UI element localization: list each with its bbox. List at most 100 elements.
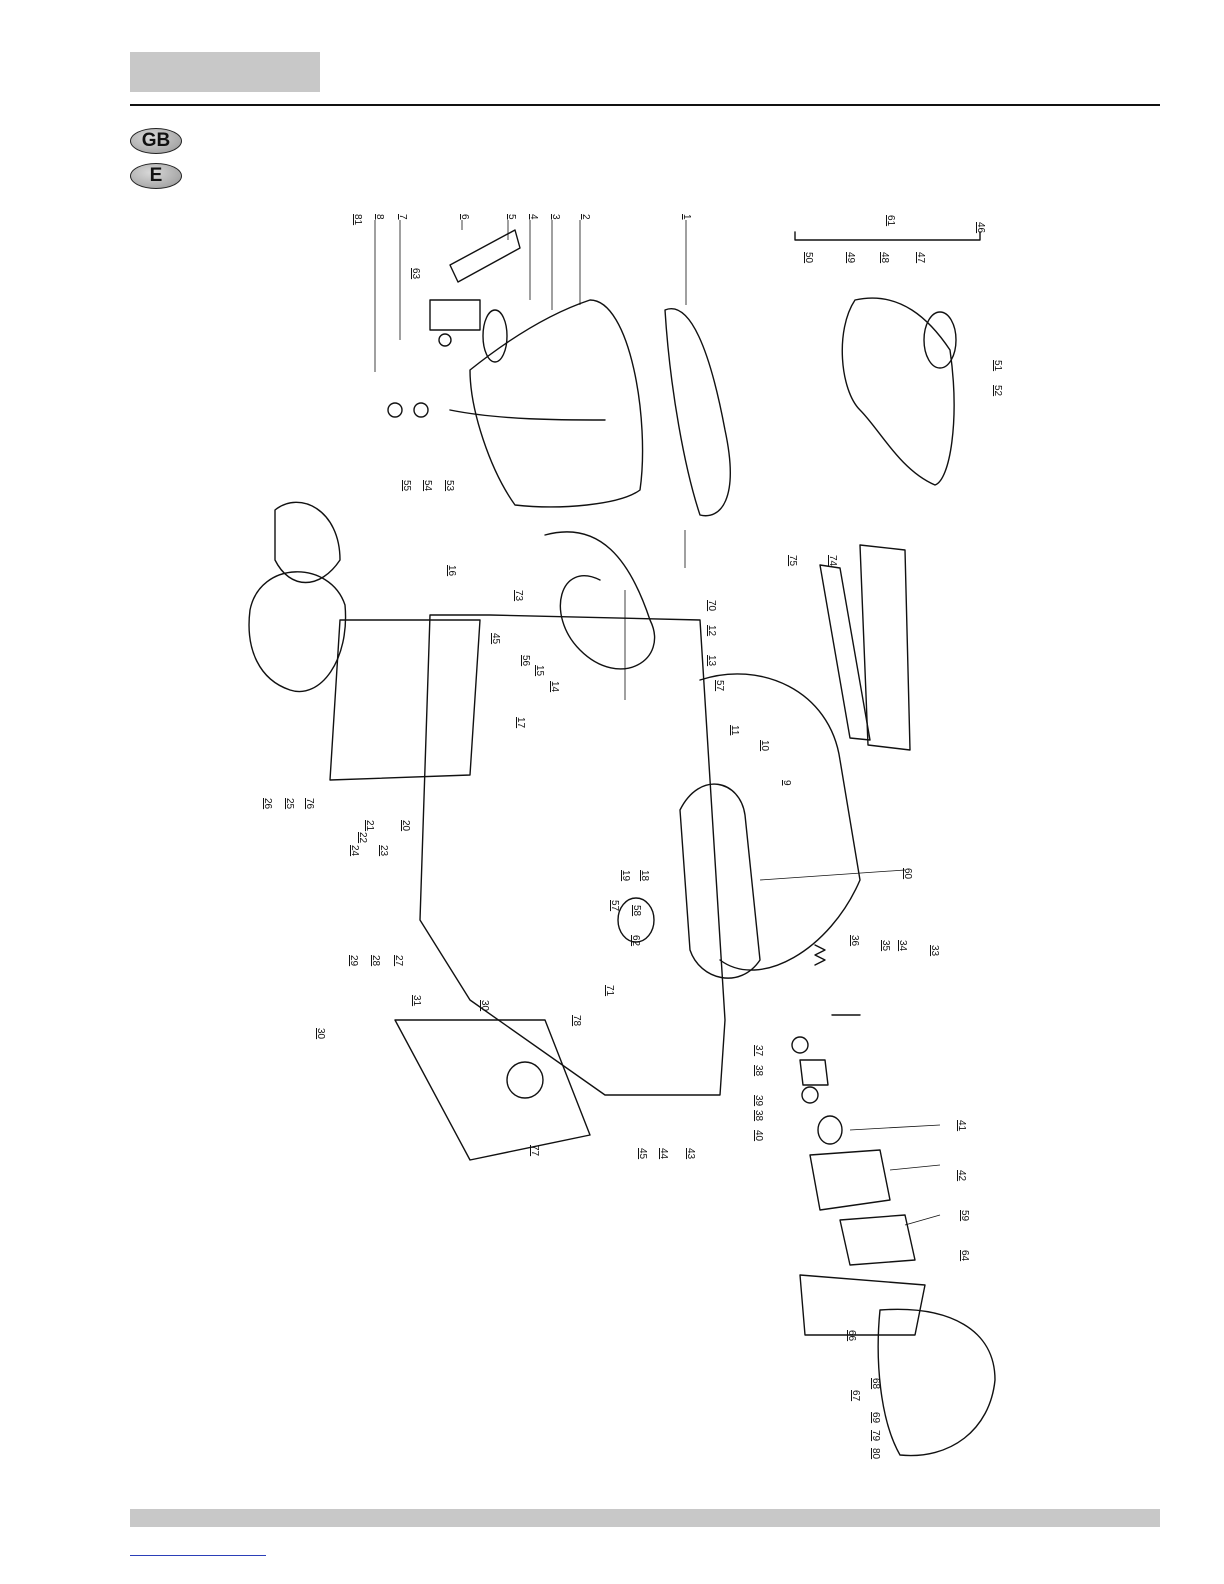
part-label-4: 4 — [528, 214, 539, 220]
part-label-55: 55 — [401, 480, 412, 492]
part-label-26: 26 — [262, 798, 273, 810]
plate-59 — [840, 1215, 915, 1265]
tap-body — [430, 300, 480, 330]
part-label-27: 27 — [393, 955, 404, 967]
part-label-59: 59 — [959, 1210, 970, 1222]
part-label-80: 80 — [870, 1448, 881, 1460]
part-label-7: 7 — [397, 214, 408, 220]
part-label-54: 54 — [422, 480, 433, 492]
part-label-10: 10 — [759, 740, 770, 752]
part-label-68: 68 — [870, 1378, 881, 1390]
part-label-20: 20 — [400, 820, 411, 832]
part-label-70: 70 — [706, 600, 717, 612]
part-label-18: 18 — [639, 870, 650, 882]
tap-lever — [450, 230, 520, 282]
part-label-46: 46 — [975, 222, 986, 234]
part-label-12: 12 — [706, 625, 717, 637]
part-label-33: 33 — [929, 945, 940, 957]
part-label-44: 44 — [658, 1148, 669, 1160]
part-label-43: 43 — [685, 1148, 696, 1160]
part-label-52: 52 — [992, 385, 1003, 397]
part-54-ring — [414, 403, 428, 417]
gasket-strip-74 — [860, 545, 910, 750]
part-label-40: 40 — [753, 1130, 764, 1142]
side-panel — [395, 1020, 590, 1160]
drip-rod — [450, 410, 605, 420]
footer-link-underline[interactable] — [130, 1555, 266, 1556]
part-label-45: 45 — [637, 1148, 648, 1160]
ring-38a — [792, 1037, 808, 1053]
part-label-78: 78 — [571, 1015, 582, 1027]
part-label-35: 35 — [880, 940, 891, 952]
part-label-50: 50 — [803, 252, 814, 264]
part-label-81: 81 — [352, 214, 363, 226]
part-label-75: 75 — [787, 555, 798, 567]
part-label-36: 36 — [849, 935, 860, 947]
part-label-3: 3 — [550, 214, 561, 220]
bowl-lid — [665, 309, 730, 516]
part-label-62: 62 — [630, 935, 641, 947]
drip-tray-left — [249, 572, 345, 692]
footer-gray-bar — [130, 1509, 1160, 1527]
bushing-39 — [800, 1060, 828, 1085]
bowl-gasket — [483, 310, 507, 362]
part-label-23: 23 — [378, 845, 389, 857]
drip-tray-right — [275, 502, 340, 582]
part-label-22: 22 — [357, 832, 368, 844]
part-label-48: 48 — [879, 252, 890, 264]
spring-35 — [815, 945, 825, 965]
part-55-ring — [388, 403, 402, 417]
part-label-71: 71 — [604, 985, 615, 997]
part-label-45: 45 — [490, 633, 501, 645]
part-label-11: 11 — [729, 725, 740, 736]
part-label-66: 66 — [846, 1330, 857, 1342]
part-label-13: 13 — [706, 655, 717, 667]
second-bowl-outline — [700, 674, 860, 970]
part-label-49: 49 — [845, 252, 856, 264]
part-label-30: 30 — [479, 1000, 490, 1012]
part-label-30: 30 — [315, 1028, 326, 1040]
part-label-77: 77 — [529, 1145, 540, 1157]
part-label-58: 58 — [631, 905, 642, 917]
part-label-73: 73 — [513, 590, 524, 602]
cover-knob — [924, 312, 956, 368]
tap-screw — [439, 334, 451, 346]
part-label-25: 25 — [284, 798, 295, 810]
cover-bracket — [795, 232, 980, 240]
part-label-38: 38 — [753, 1110, 764, 1122]
part-label-67: 67 — [850, 1390, 861, 1402]
part-label-16: 16 — [446, 565, 457, 577]
part-label-2: 2 — [580, 214, 591, 220]
part-label-5: 5 — [506, 214, 517, 220]
part-label-14: 14 — [549, 681, 560, 693]
part-label-6: 6 — [459, 214, 470, 220]
part-label-17: 17 — [515, 717, 526, 729]
part-label-76: 76 — [304, 798, 315, 810]
part-label-69: 69 — [870, 1412, 881, 1424]
plate-42 — [810, 1150, 890, 1210]
gearmotor-66 — [800, 1275, 925, 1335]
part-label-61: 61 — [885, 215, 896, 227]
part-label-39: 39 — [753, 1095, 764, 1107]
housing-67 — [878, 1309, 995, 1455]
part-label-1: 1 — [681, 214, 692, 220]
part-label-41: 41 — [956, 1120, 967, 1132]
part-label-51: 51 — [992, 360, 1003, 372]
part-label-38: 38 — [753, 1065, 764, 1077]
part-label-63: 63 — [410, 268, 421, 280]
part-label-74: 74 — [827, 555, 838, 567]
ring-38b — [802, 1087, 818, 1103]
part-label-8: 8 — [374, 214, 385, 220]
bowl — [470, 300, 643, 507]
part-label-24: 24 — [349, 845, 360, 857]
part-label-9: 9 — [781, 780, 792, 786]
part-label-47: 47 — [915, 252, 926, 264]
part-label-53: 53 — [444, 480, 455, 492]
part-label-57: 57 — [714, 680, 725, 692]
part-label-57: 57 — [609, 900, 620, 912]
part-label-15: 15 — [534, 665, 545, 677]
part-label-29: 29 — [348, 955, 359, 967]
auger-spiral — [545, 532, 655, 669]
part-label-31: 31 — [411, 995, 422, 1007]
